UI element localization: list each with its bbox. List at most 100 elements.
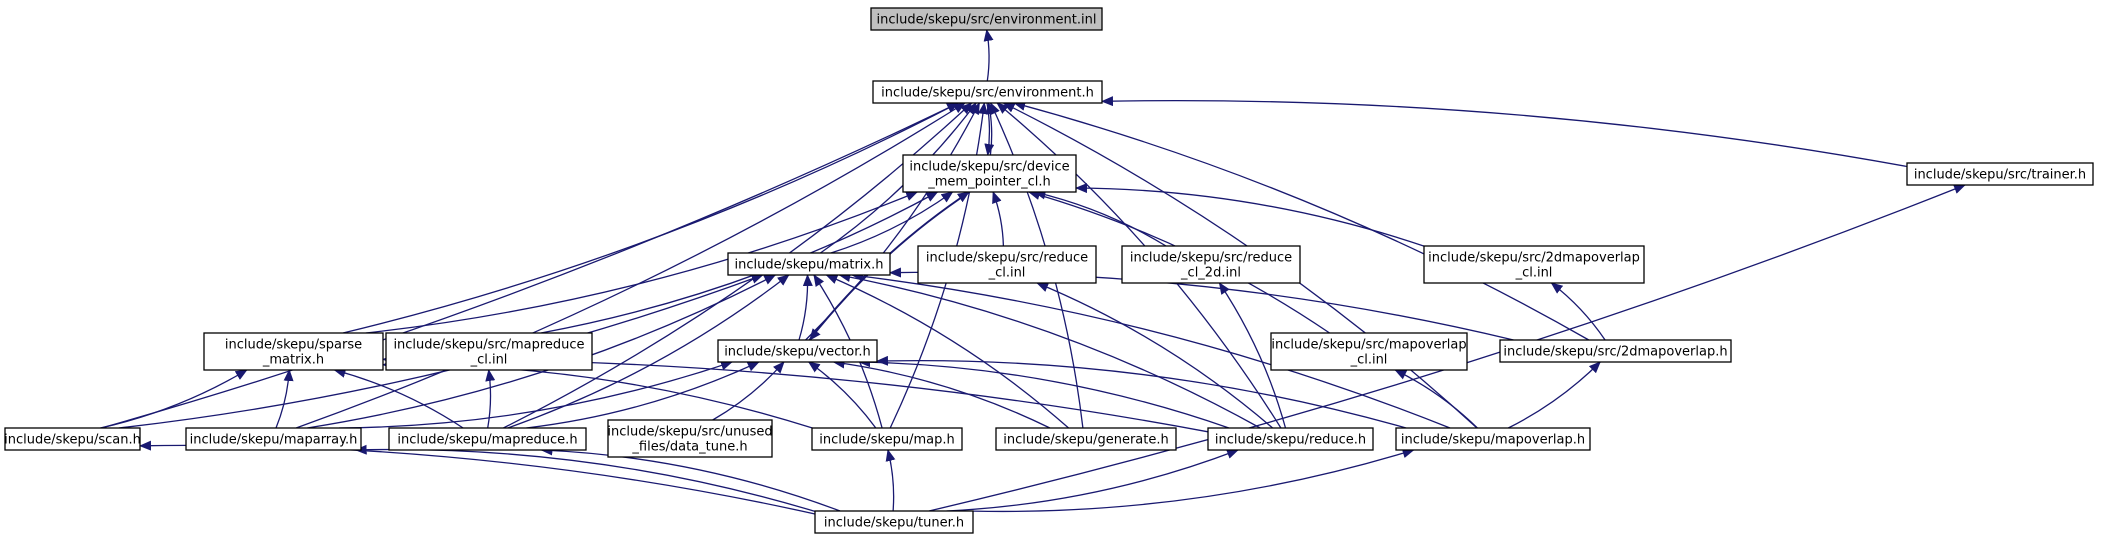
node-box (1395, 427, 1591, 451)
edge-tuner-to-mapreduce (540, 445, 841, 512)
edge-arrow (540, 445, 841, 512)
edge-arrow (851, 271, 1451, 429)
edge-env_h-to-devmem (984, 102, 995, 156)
edge-mapreduce-to-mapreduce_cl (485, 369, 496, 429)
edge-arrow (992, 191, 1005, 247)
edge-arrow (885, 449, 896, 512)
node-unused[interactable]: include/skepu/src/unused_files/data_tune… (607, 419, 773, 458)
edge-arrow (100, 369, 248, 429)
edge-arrow (712, 361, 785, 421)
edge-arrow (485, 369, 496, 429)
node-maparray[interactable]: include/skepu/maparray.h (185, 427, 362, 451)
node-reduce-cl-2d[interactable]: include/skepu/src/reduce_cl_2d.inl (1121, 245, 1301, 284)
node-box (1423, 245, 1645, 284)
edge-mapoverlap-to-2dmapoverlap (1508, 361, 1601, 429)
node-box (1207, 427, 1374, 451)
edge-reduce-to-reduce_cl (1036, 282, 1274, 429)
node-box (872, 80, 1103, 104)
edge-arrow (526, 361, 760, 429)
edge-arrow (275, 369, 294, 429)
edge-2dmapoverlap_cl-to-devmem (1075, 183, 1425, 247)
edge-scan-to-env_h (101, 102, 960, 429)
node-scan[interactable]: include/skepu/scan.h (4, 427, 141, 451)
edge-reduce_cl_2d-to-devmem (1033, 189, 1167, 247)
edge-env_h-to-env_inl (983, 29, 994, 82)
edge-generate-to-vector (832, 358, 1051, 429)
edge-mapreduce-to-matrix (507, 274, 790, 429)
edge-arrow (1394, 369, 1478, 429)
node-label: include/skepu/tuner.h (824, 516, 964, 531)
edge-arrow (333, 368, 464, 429)
node-vector[interactable]: include/skepu/vector.h (717, 339, 878, 363)
edge-arrow (972, 448, 1415, 513)
node-mapoverlap[interactable]: include/skepu/mapoverlap.h (1395, 427, 1591, 451)
node-label: include/skepu/src/unused (607, 425, 772, 440)
node-box (4, 427, 141, 451)
node-box (902, 154, 1077, 193)
edge-trainer-to-env_h (1101, 96, 1908, 168)
edge-maparray-to-env_h (295, 102, 966, 429)
node-box (388, 427, 587, 451)
node-label: include/skepu/mapreduce.h (397, 433, 577, 448)
node-box (1121, 245, 1301, 284)
node-label: include/skepu/src/environment.inl (877, 13, 1097, 28)
edge-arrow (838, 272, 1261, 429)
edge-mapoverlap-to-mapoverlap_cl (1394, 369, 1478, 429)
edge-arrow (365, 191, 919, 334)
edge-reduce-to-vector (858, 357, 1230, 429)
node-map[interactable]: include/skepu/map.h (811, 427, 963, 451)
edge-mapreduce-to-sparse (333, 368, 464, 429)
node-sparse[interactable]: include/skepu/sparse_matrix.h (203, 332, 384, 371)
node-label: include/skepu/src/device (909, 160, 1069, 175)
node-mapreduce[interactable]: include/skepu/mapreduce.h (388, 427, 587, 451)
node-env-h[interactable]: include/skepu/src/environment.h (872, 80, 1103, 104)
node-reduce[interactable]: include/skepu/reduce.h (1207, 427, 1374, 451)
node-label: include/skepu/src/mapoverlap (1271, 338, 1466, 353)
node-box (203, 332, 384, 371)
node-tuner[interactable]: include/skepu/tuner.h (814, 510, 974, 534)
node-2dmapoverlap[interactable]: include/skepu/src/2dmapoverlap.h (1499, 339, 1732, 363)
node-label: include/skepu/src/mapreduce (393, 338, 584, 353)
edge-matrix-to-devmem (830, 191, 954, 254)
node-label: include/skepu/matrix.h (735, 258, 884, 273)
edge-tuner-to-reduce (946, 449, 1239, 512)
node-box (717, 339, 878, 363)
edge-arrow (807, 361, 877, 429)
node-box (917, 245, 1097, 284)
edge-map-to-vector (807, 361, 877, 429)
node-box (870, 7, 1103, 31)
edge-arrow (295, 102, 966, 429)
node-mapreduce-cl[interactable]: include/skepu/src/mapreduce_cl.inl (385, 332, 593, 371)
node-label: include/skepu/scan.h (4, 433, 141, 448)
node-label: include/skepu/src/2dmapoverlap (1428, 251, 1640, 266)
edge-arrow (1218, 282, 1287, 429)
node-label: _files/data_tune.h (631, 440, 747, 455)
node-label: include/skepu/src/reduce (1130, 251, 1292, 266)
edge-arrow (1033, 189, 1167, 247)
node-box (1270, 332, 1468, 371)
node-devmem[interactable]: include/skepu/src/device_mem_pointer_cl.… (902, 154, 1077, 193)
node-label: _cl.inl (1515, 266, 1553, 281)
node-box (185, 427, 362, 451)
edge-arrow (798, 274, 813, 341)
node-mapoverlap-cl[interactable]: include/skepu/src/mapoverlap_cl.inl (1270, 332, 1468, 371)
node-label: include/skepu/vector.h (724, 345, 871, 360)
edge-arrow (984, 102, 995, 156)
node-matrix[interactable]: include/skepu/matrix.h (727, 252, 891, 276)
node-label: include/skepu/sparse (225, 338, 362, 353)
edge-arrow (507, 274, 790, 429)
edge-arrow (1036, 282, 1274, 429)
node-label: include/skepu/reduce.h (1215, 433, 1366, 448)
node-env-inl[interactable]: include/skepu/src/environment.inl (870, 7, 1103, 31)
node-reduce-cl[interactable]: include/skepu/src/reduce_cl.inl (917, 245, 1097, 284)
edge-arrow (540, 191, 939, 334)
edge-reduce-to-matrix (838, 272, 1261, 429)
edge-tuner-to-mapoverlap (972, 448, 1415, 513)
node-2dmapoverlap-cl[interactable]: include/skepu/src/2dmapoverlap_cl.inl (1423, 245, 1645, 284)
node-trainer[interactable]: include/skepu/src/trainer.h (1906, 162, 2094, 186)
node-generate[interactable]: include/skepu/generate.h (995, 427, 1177, 451)
node-label: include/skepu/src/2dmapoverlap.h (1503, 345, 1727, 360)
node-box (607, 419, 773, 458)
edge-tuner-to-map (885, 449, 896, 512)
